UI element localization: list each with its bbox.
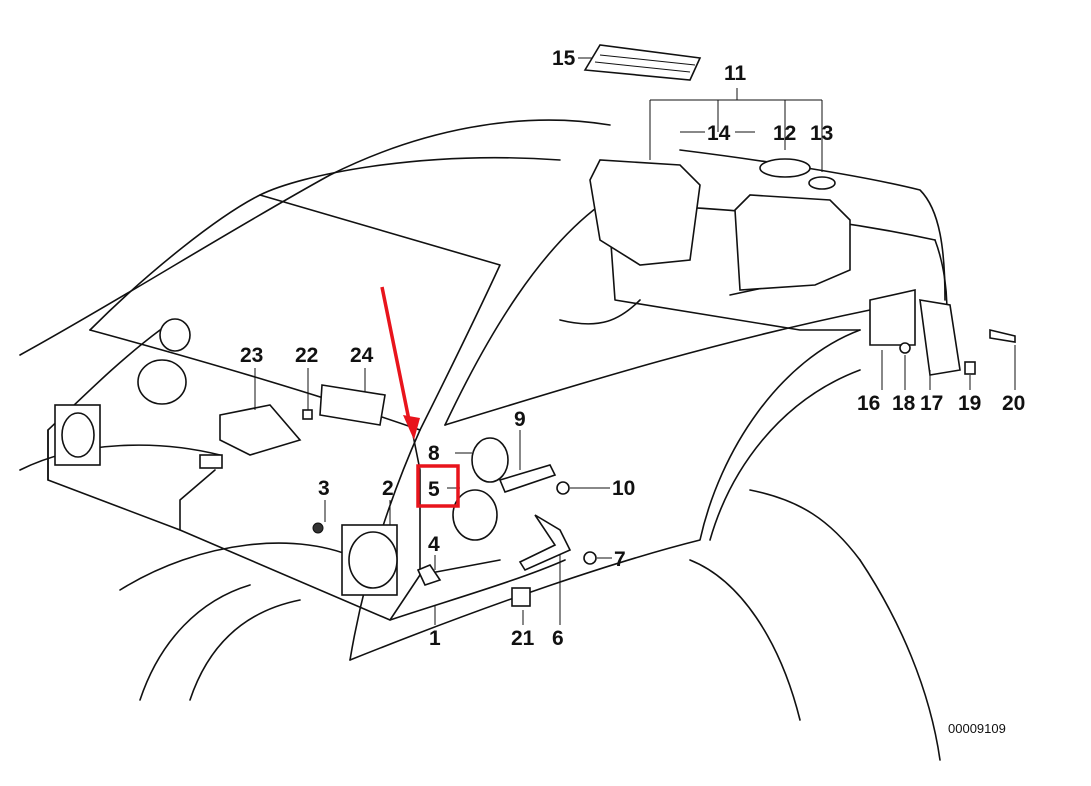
- label-17[interactable]: 17: [920, 392, 943, 415]
- drawing-number: 00009109: [948, 721, 1006, 736]
- label-24[interactable]: 24: [350, 344, 374, 367]
- label-12[interactable]: 12: [773, 122, 796, 145]
- label-18[interactable]: 18: [892, 392, 916, 415]
- label-16[interactable]: 16: [857, 392, 880, 415]
- red-arrow-shaft: [380, 286, 412, 426]
- label-6[interactable]: 6: [552, 627, 564, 650]
- label-4[interactable]: 4: [428, 533, 440, 556]
- red-arrow-head: [403, 415, 420, 440]
- highlight-box-part-5: [416, 464, 460, 508]
- label-23[interactable]: 23: [240, 344, 263, 367]
- label-9[interactable]: 9: [514, 408, 526, 431]
- label-22[interactable]: 22: [295, 344, 318, 367]
- label-15[interactable]: 15: [552, 47, 576, 70]
- label-19[interactable]: 19: [958, 392, 981, 415]
- rear-console-parts: [583, 44, 1016, 376]
- label-10[interactable]: 10: [612, 477, 635, 500]
- label-20[interactable]: 20: [1002, 392, 1025, 415]
- label-21[interactable]: 21: [511, 627, 535, 650]
- label-1[interactable]: 1: [429, 627, 441, 650]
- front-parts: [54, 318, 597, 607]
- label-13[interactable]: 13: [810, 122, 833, 145]
- label-5[interactable]: 5: [428, 478, 440, 501]
- part-labels: 15 11 14 12 13 23 22 24 16 18 17 19 20 9…: [240, 47, 1025, 736]
- highlight-annotation: [380, 286, 460, 508]
- label-8[interactable]: 8: [428, 442, 440, 465]
- wiring-harness: [47, 229, 861, 621]
- label-3[interactable]: 3: [318, 477, 330, 500]
- label-7[interactable]: 7: [614, 548, 626, 571]
- label-11[interactable]: 11: [724, 62, 747, 85]
- leader-lines: [254, 57, 1016, 625]
- label-2[interactable]: 2: [382, 477, 394, 500]
- label-14[interactable]: 14: [707, 122, 731, 145]
